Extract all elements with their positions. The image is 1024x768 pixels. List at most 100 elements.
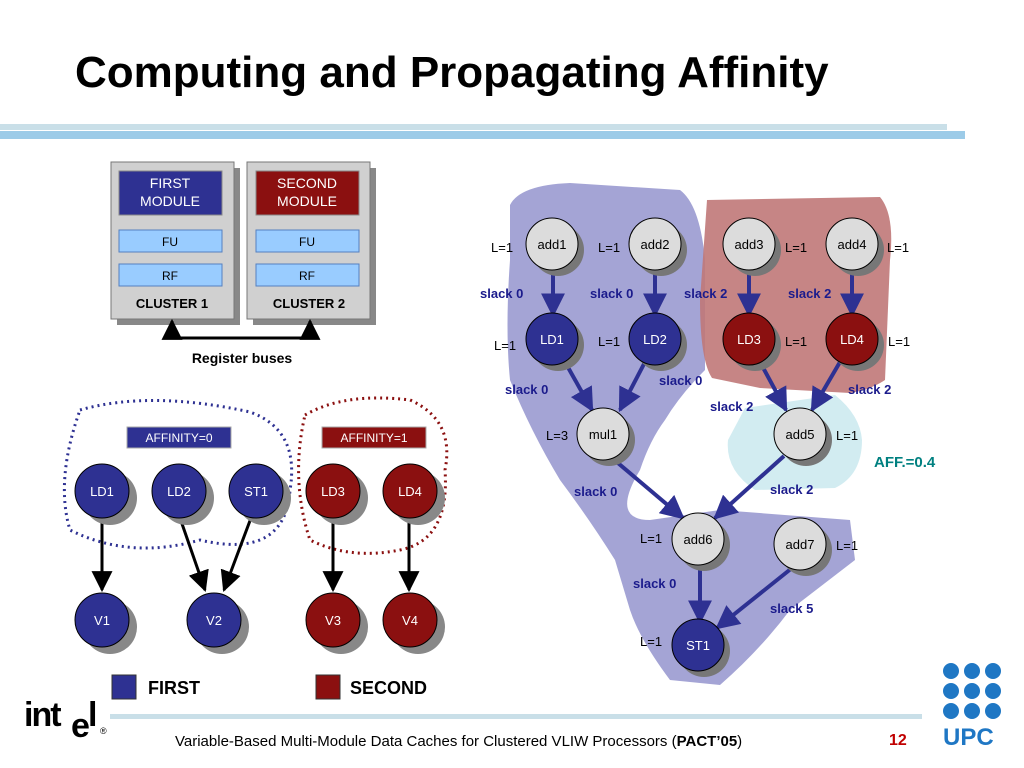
svg-text:LD4: LD4 bbox=[840, 332, 864, 347]
slack-add4-ld4: slack 2 bbox=[788, 286, 831, 301]
slack-ld3-add5: slack 2 bbox=[710, 399, 753, 414]
svg-text:ST1: ST1 bbox=[244, 484, 268, 499]
slack-ld2-mul1: slack 0 bbox=[659, 373, 702, 388]
intel-logo: int e l ® bbox=[24, 696, 107, 745]
register-buses-label: Register buses bbox=[192, 350, 293, 366]
legend-first-swatch bbox=[111, 674, 137, 700]
svg-text:mul1: mul1 bbox=[589, 427, 617, 442]
aff-node-v3: V3 bbox=[305, 592, 368, 654]
slack-ld1-mul1: slack 0 bbox=[505, 382, 548, 397]
affinity-first-badge bbox=[126, 426, 232, 449]
slack-add6-st1: slack 0 bbox=[633, 576, 676, 591]
aff-node-st1: ST1 bbox=[228, 463, 291, 525]
slack-ld4-add5: slack 2 bbox=[848, 382, 891, 397]
cluster-2-box: SECOND MODULE FU RF CLUSTER 2 bbox=[246, 161, 376, 325]
cluster-2-label: CLUSTER 2 bbox=[273, 296, 345, 311]
aff-node-v1: V1 bbox=[74, 592, 137, 654]
cluster-1-fu: FU bbox=[162, 235, 178, 249]
svg-text:add5: add5 bbox=[786, 427, 815, 442]
aff-node-v2: V2 bbox=[186, 592, 249, 654]
cluster-2-fu: FU bbox=[299, 235, 315, 249]
footer-divider bbox=[110, 714, 922, 719]
cluster-1-box: FIRST MODULE FU RF CLUSTER 1 bbox=[110, 161, 240, 325]
svg-text:LD1: LD1 bbox=[90, 484, 114, 499]
legend-second-label: SECOND bbox=[350, 678, 427, 698]
svg-text:add6: add6 bbox=[684, 532, 713, 547]
slack-mul1-add6: slack 0 bbox=[574, 484, 617, 499]
cluster-1-rf: RF bbox=[162, 269, 178, 283]
svg-text:V1: V1 bbox=[94, 613, 110, 628]
region-first-module bbox=[507, 183, 855, 685]
node-ld4: LD4 bbox=[825, 312, 884, 371]
svg-text:LD3: LD3 bbox=[737, 332, 761, 347]
slack-add3-ld3: slack 2 bbox=[684, 286, 727, 301]
node-add6: add6 bbox=[671, 512, 730, 571]
latency-add7: L=1 bbox=[836, 538, 858, 553]
affinity-second-label: AFFINITY=1 bbox=[340, 431, 407, 445]
footer-citation: Variable-Based Multi-Module Data Caches … bbox=[175, 733, 743, 750]
cluster-1-module-line2: MODULE bbox=[140, 193, 200, 209]
node-ld3: LD3 bbox=[722, 312, 781, 371]
aff-node-ld1: LD1 bbox=[74, 463, 137, 525]
aff-node-ld3: LD3 bbox=[305, 463, 368, 525]
affinity-second-badge bbox=[321, 426, 427, 449]
svg-text:LD1: LD1 bbox=[540, 332, 564, 347]
register-bus-arrow bbox=[161, 318, 321, 340]
latency-add3: L=1 bbox=[785, 240, 807, 255]
latency-add4: L=1 bbox=[887, 240, 909, 255]
svg-text:LD3: LD3 bbox=[321, 484, 345, 499]
svg-text:add7: add7 bbox=[786, 537, 815, 552]
affinity-first-group bbox=[62, 399, 294, 550]
latency-mul1: L=3 bbox=[546, 428, 568, 443]
legend-second-swatch bbox=[315, 674, 341, 700]
svg-text:V4: V4 bbox=[402, 613, 418, 628]
affinity-diagram: FIRST MODULE FU RF CLUSTER 1 SECOND MODU… bbox=[62, 161, 936, 700]
svg-text:®: ® bbox=[100, 726, 107, 736]
page-title: Computing and Propagating Affinity bbox=[75, 48, 829, 97]
aff-node-ld2: LD2 bbox=[151, 463, 214, 525]
node-mul1: mul1 bbox=[576, 407, 635, 466]
latency-ld4: L=1 bbox=[888, 334, 910, 349]
node-add4: add4 bbox=[825, 217, 884, 276]
aff-node-v4: V4 bbox=[382, 592, 445, 654]
latency-add6: L=1 bbox=[640, 531, 662, 546]
cluster-2-module-line2: MODULE bbox=[277, 193, 337, 209]
node-ld2: LD2 bbox=[628, 312, 687, 371]
node-add5: add5 bbox=[773, 407, 832, 466]
latency-add2: L=1 bbox=[598, 240, 620, 255]
cluster-2-rf: RF bbox=[299, 269, 315, 283]
cluster-2-module-line1: SECOND bbox=[277, 175, 337, 191]
svg-text:add3: add3 bbox=[735, 237, 764, 252]
slack-add5-add6: slack 2 bbox=[770, 482, 813, 497]
svg-text:V3: V3 bbox=[325, 613, 341, 628]
affinity-value-label: AFF.=0.4 bbox=[874, 454, 936, 471]
node-st1: ST1 bbox=[671, 618, 730, 677]
latency-add5: L=1 bbox=[836, 428, 858, 443]
svg-text:l: l bbox=[88, 696, 97, 734]
svg-text:V2: V2 bbox=[206, 613, 222, 628]
cluster-1-module-line1: FIRST bbox=[150, 175, 191, 191]
svg-text:add2: add2 bbox=[641, 237, 670, 252]
svg-text:int: int bbox=[24, 696, 61, 734]
latency-add1: L=1 bbox=[491, 240, 513, 255]
latency-st1: L=1 bbox=[640, 634, 662, 649]
cluster-1-label: CLUSTER 1 bbox=[136, 296, 208, 311]
aff-node-ld4: LD4 bbox=[382, 463, 445, 525]
latency-ld3: L=1 bbox=[785, 334, 807, 349]
title-divider bbox=[0, 124, 947, 130]
svg-text:add1: add1 bbox=[538, 237, 567, 252]
upc-logo: UPC bbox=[943, 663, 1001, 751]
node-add7: add7 bbox=[773, 517, 832, 576]
svg-text:LD2: LD2 bbox=[643, 332, 667, 347]
node-add3: add3 bbox=[722, 217, 781, 276]
legend-first-label: FIRST bbox=[148, 678, 200, 698]
slack-add7-st1: slack 5 bbox=[770, 601, 813, 616]
svg-text:UPC: UPC bbox=[943, 724, 994, 751]
node-add2: add2 bbox=[628, 217, 687, 276]
node-add1: add1 bbox=[525, 217, 584, 276]
slack-add2-ld2: slack 0 bbox=[590, 286, 633, 301]
svg-text:e: e bbox=[71, 707, 90, 745]
latency-ld1: L=1 bbox=[494, 338, 516, 353]
svg-text:add4: add4 bbox=[838, 237, 867, 252]
page-number: 12 bbox=[889, 732, 907, 749]
